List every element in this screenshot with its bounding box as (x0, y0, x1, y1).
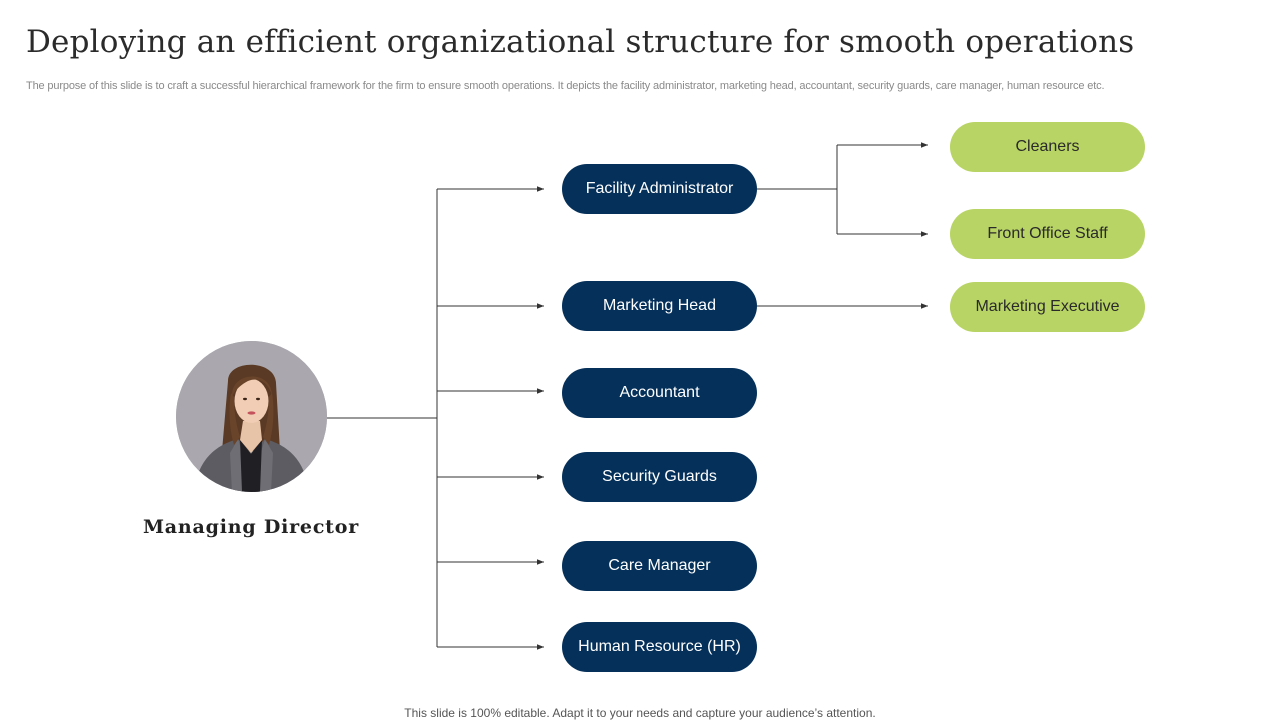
node-marketing-executive: Marketing Executive (950, 282, 1145, 332)
node-human-resource: Human Resource (HR) (562, 622, 757, 672)
managing-director-label: Managing Director (126, 516, 376, 538)
node-front-office-staff: Front Office Staff (950, 209, 1145, 259)
avatar (176, 341, 327, 492)
node-accountant: Accountant (562, 368, 757, 418)
node-marketing-head: Marketing Head (562, 281, 757, 331)
node-cleaners: Cleaners (950, 122, 1145, 172)
person-portrait-icon (176, 341, 327, 492)
slide-footer: This slide is 100% editable. Adapt it to… (0, 706, 1280, 720)
node-security-guards: Security Guards (562, 452, 757, 502)
node-facility-administrator: Facility Administrator (562, 164, 757, 214)
node-care-manager: Care Manager (562, 541, 757, 591)
